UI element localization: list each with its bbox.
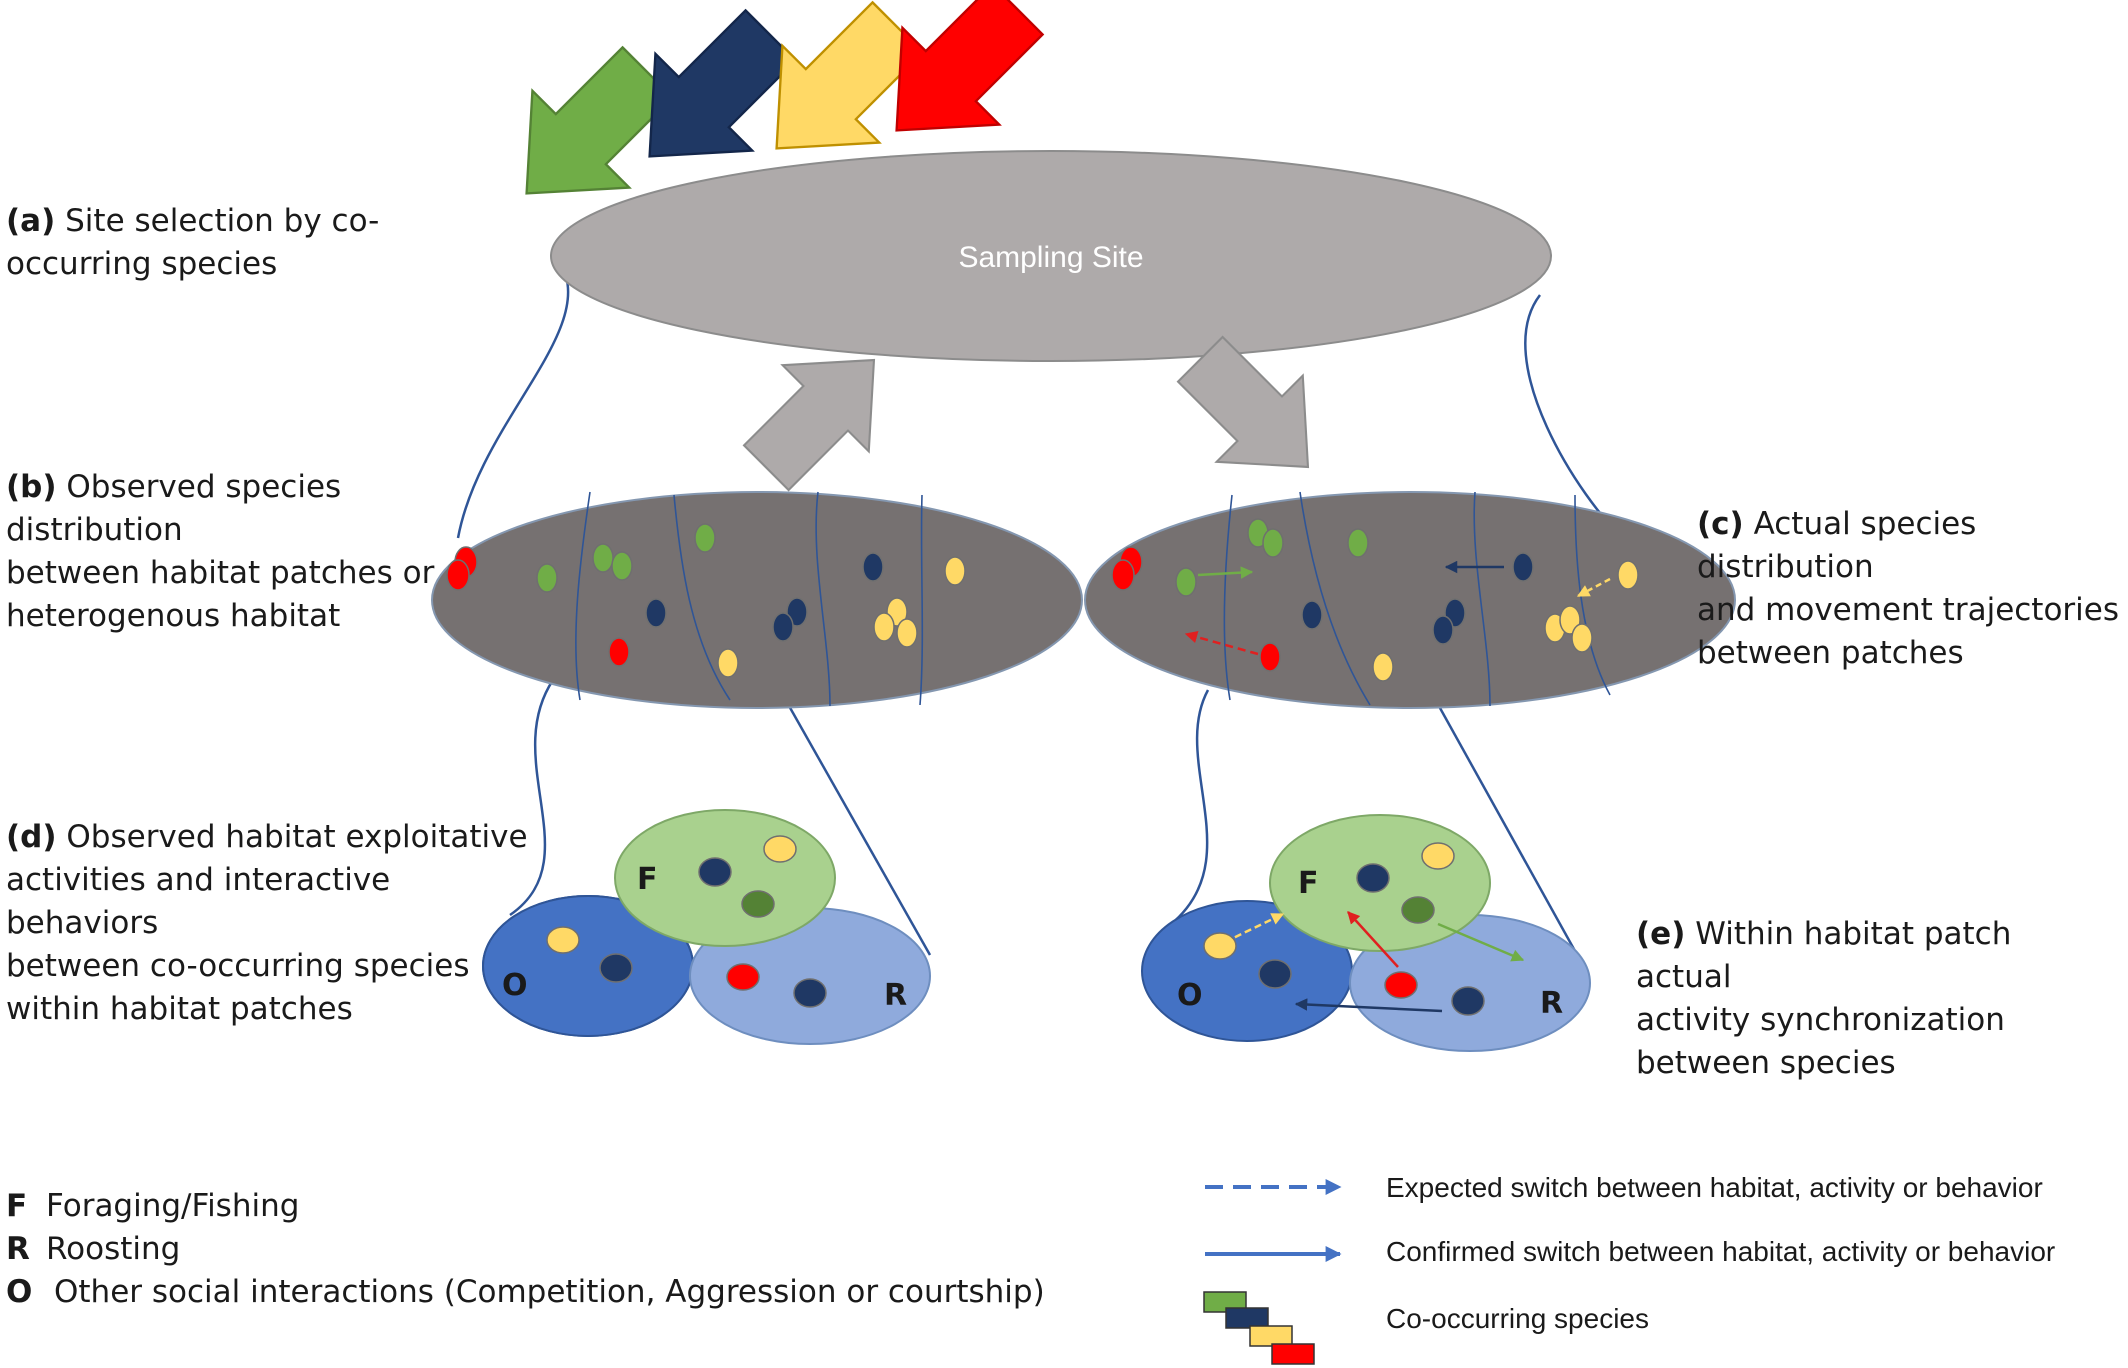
legend-roosting-text: Roosting bbox=[46, 1231, 181, 1267]
panel-e-label: (e) Within habitat patch actual activity… bbox=[1636, 913, 2076, 1085]
legend-other: O Other social interactions (Competition,… bbox=[6, 1274, 1045, 1310]
panel-d-text: Observed habitat exploitative activities… bbox=[6, 819, 528, 1027]
incoming-species-arrows bbox=[525, 0, 1045, 195]
roosting-letter-left: R bbox=[884, 978, 907, 1013]
panel-a-label: (a) Site selection by co- occurring spec… bbox=[6, 200, 426, 286]
legend-roosting: R Roosting bbox=[6, 1231, 180, 1267]
panel-a-text: Site selection by co- occurring species bbox=[6, 203, 380, 282]
legend-foraging: F Foraging/Fishing bbox=[6, 1188, 299, 1224]
panel-d-tag: (d) bbox=[6, 819, 57, 855]
panel-e-text: Within habitat patch actual activity syn… bbox=[1636, 916, 2012, 1081]
legend-expected-text: Expected switch between habitat, activit… bbox=[1386, 1172, 2043, 1203]
legend-symbols bbox=[1203, 1179, 1342, 1365]
legend-confirmed-text: Confirmed switch between habitat, activi… bbox=[1386, 1236, 2056, 1267]
other-letter-right: O bbox=[1177, 978, 1203, 1013]
navy-switch-arrow bbox=[1294, 998, 1443, 1013]
panel-b-text: Observed species distribution between ha… bbox=[6, 469, 435, 634]
actual-habitat-ellipse bbox=[1084, 491, 1736, 709]
cooccurring-species-legend-icon bbox=[1203, 1291, 1315, 1365]
observed-activity-cluster: F O R bbox=[482, 809, 931, 1045]
foraging-letter-right: F bbox=[1298, 866, 1319, 901]
panel-d-label: (d) Observed habitat exploitative activi… bbox=[6, 816, 546, 1031]
green-movement-arrow bbox=[1197, 566, 1254, 579]
roosting-letter-right: R bbox=[1540, 986, 1563, 1021]
panel-b-label: (b) Observed species distribution betwee… bbox=[6, 466, 526, 638]
actual-activity-cluster: F O R bbox=[1141, 814, 1591, 1052]
legend-other-text: Other social interactions (Competition, … bbox=[54, 1274, 1045, 1310]
gray-arrow-left-icon bbox=[742, 358, 876, 492]
panel-c-tag: (c) bbox=[1697, 506, 1744, 542]
foraging-letter-left: F bbox=[637, 862, 658, 897]
panel-c-label: (c) Actual species distribution and move… bbox=[1697, 503, 2127, 675]
legend-foraging-text: Foraging/Fishing bbox=[46, 1188, 300, 1224]
sampling-site-ellipse bbox=[550, 150, 1552, 362]
sampling-site-label: Sampling Site bbox=[958, 241, 1143, 274]
legend-roosting-key: R bbox=[6, 1231, 30, 1267]
legend-foraging-key: F bbox=[6, 1188, 28, 1224]
red-switch-arrow bbox=[1347, 911, 1399, 968]
other-letter-left: O bbox=[502, 968, 528, 1003]
panel-c-text: Actual species distribution and movement… bbox=[1697, 506, 2120, 671]
legend-other-key: O bbox=[6, 1274, 33, 1310]
panel-a-tag: (a) bbox=[6, 203, 56, 239]
panel-e-tag: (e) bbox=[1636, 916, 1686, 952]
panel-b-tag: (b) bbox=[6, 469, 57, 505]
observed-habitat-ellipse bbox=[431, 491, 1083, 709]
green-switch-arrow bbox=[1437, 922, 1525, 962]
yellow-expected-arrow bbox=[1576, 577, 1611, 598]
red-species-arrow-icon bbox=[895, 0, 1045, 132]
legend-cooccurring-text: Co-occurring species bbox=[1386, 1303, 1649, 1334]
gray-arrow-right-icon bbox=[1176, 335, 1310, 469]
